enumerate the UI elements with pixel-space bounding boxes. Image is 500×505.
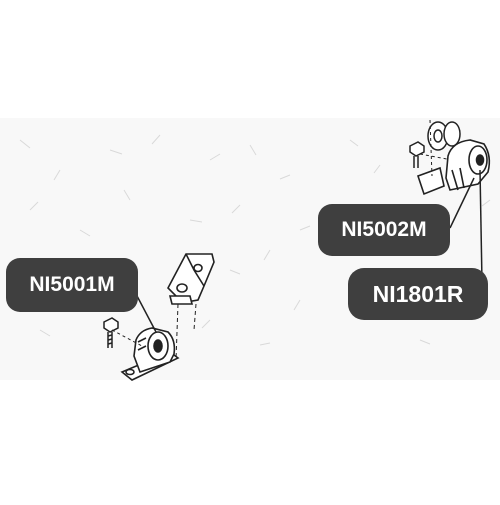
watermark-texture	[19, 134, 491, 346]
leader-line-ni1801r	[479, 169, 483, 283]
part-label-ni5001m: NI5001M	[6, 258, 138, 312]
leader-line-ni5001m	[135, 293, 157, 333]
bracket-icon-left	[167, 253, 215, 305]
washer-icon-right	[427, 121, 461, 151]
bolt-icon-right	[409, 141, 425, 168]
leader-line-ni5002m	[449, 177, 475, 229]
bolt-icon-left	[103, 317, 119, 348]
part-label-ni5002m: NI5002M	[318, 204, 450, 256]
engine-mount-icon-right	[416, 139, 491, 196]
engine-mount-icon-left	[120, 327, 180, 381]
leader-dash-left-bracket	[175, 303, 197, 361]
part-label-ni1801r: NI1801R	[348, 268, 488, 320]
